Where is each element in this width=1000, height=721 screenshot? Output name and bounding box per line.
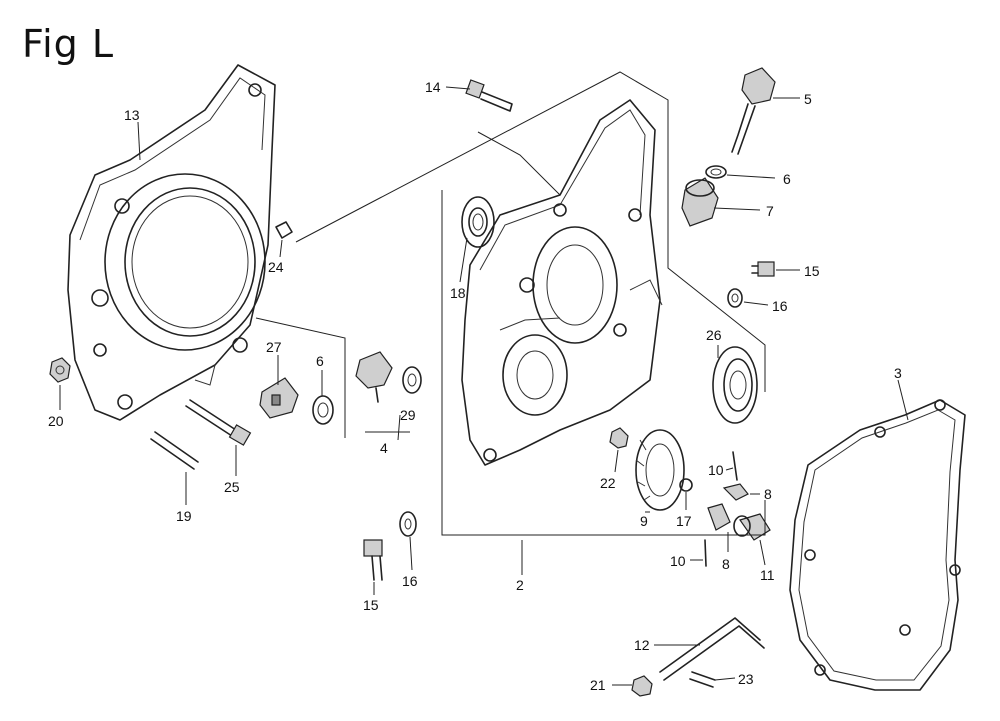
part-10-pin-lower xyxy=(704,539,707,567)
part-3-gasket xyxy=(789,399,966,691)
part-8-holder-upper xyxy=(722,483,749,501)
callout-22: 22 xyxy=(600,475,616,491)
part-16-washer-lower xyxy=(399,511,417,537)
callout-11: 11 xyxy=(760,567,775,583)
callout-10-upper: 10 xyxy=(708,462,724,478)
part-13-side-cover xyxy=(67,64,276,421)
part-22-nut xyxy=(609,427,629,449)
callout-7: 7 xyxy=(766,203,774,219)
callout-26: 26 xyxy=(706,327,722,343)
callout-10-lower: 10 xyxy=(670,553,686,569)
callout-16-upper: 16 xyxy=(772,298,788,314)
callout-labels: 13 14 5 6 7 15 16 24 18 26 3 27 6 29 4 2… xyxy=(48,79,902,693)
callout-25: 25 xyxy=(224,479,240,495)
callout-8-upper: 8 xyxy=(764,486,772,502)
callout-6-upper: 6 xyxy=(783,171,791,187)
callout-20: 20 xyxy=(48,413,64,429)
part-20-nut xyxy=(49,357,71,383)
callout-3: 3 xyxy=(894,365,902,381)
part-24-dowel-pin xyxy=(275,221,293,239)
part-4-breather-valve xyxy=(355,351,393,403)
part-8-holder-lower xyxy=(707,503,731,531)
assembly-brackets xyxy=(255,71,766,536)
callout-23: 23 xyxy=(738,671,754,687)
part-14-bolt xyxy=(465,79,513,112)
part-16-washer-upper xyxy=(727,288,743,308)
callout-9: 9 xyxy=(640,513,648,529)
figure-title: Fig L xyxy=(22,22,115,66)
callout-13: 13 xyxy=(124,107,140,123)
part-9-governor-gear xyxy=(635,429,685,511)
callout-6-lower: 6 xyxy=(316,353,324,369)
callout-2: 2 xyxy=(516,577,524,593)
part-5-dipstick xyxy=(731,67,776,155)
part-11-governor-shaft xyxy=(733,513,771,541)
callout-8-lower: 8 xyxy=(722,556,730,572)
callout-21: 21 xyxy=(590,677,606,693)
callout-12: 12 xyxy=(634,637,650,653)
part-15-flange-bolt-lower xyxy=(363,539,383,581)
callout-17: 17 xyxy=(676,513,692,529)
part-27-drain-plug xyxy=(259,377,299,419)
part-29-washer xyxy=(402,366,422,394)
part-18-oil-seal xyxy=(461,196,495,248)
callout-16-lower: 16 xyxy=(402,573,418,589)
part-23-bolt xyxy=(689,671,716,688)
part-26-bearing xyxy=(712,346,758,424)
part-6-o-ring-lower xyxy=(312,395,334,425)
callout-29: 29 xyxy=(400,407,416,423)
part-17-clip xyxy=(679,478,693,492)
part-21-nut xyxy=(631,675,653,697)
leader-lines xyxy=(59,86,909,686)
part-12-dipstick-tube xyxy=(659,617,765,681)
callout-15-lower: 15 xyxy=(363,597,379,613)
part-25-bolt xyxy=(185,399,252,446)
callout-5: 5 xyxy=(804,91,812,107)
part-15-flange-bolt-upper xyxy=(751,261,775,277)
part-7-filler-neck xyxy=(681,177,719,227)
callout-27: 27 xyxy=(266,339,282,355)
callout-14: 14 xyxy=(425,79,441,95)
part-6-o-ring-upper xyxy=(705,165,727,179)
part-19-stud-bolt xyxy=(150,431,199,470)
callout-4: 4 xyxy=(380,440,388,456)
callout-19: 19 xyxy=(176,508,192,524)
callout-15-upper: 15 xyxy=(804,263,820,279)
part-2-crankcase xyxy=(461,99,663,466)
callout-18: 18 xyxy=(450,285,466,301)
callout-24: 24 xyxy=(268,259,284,275)
part-10-pin-upper xyxy=(732,451,738,481)
